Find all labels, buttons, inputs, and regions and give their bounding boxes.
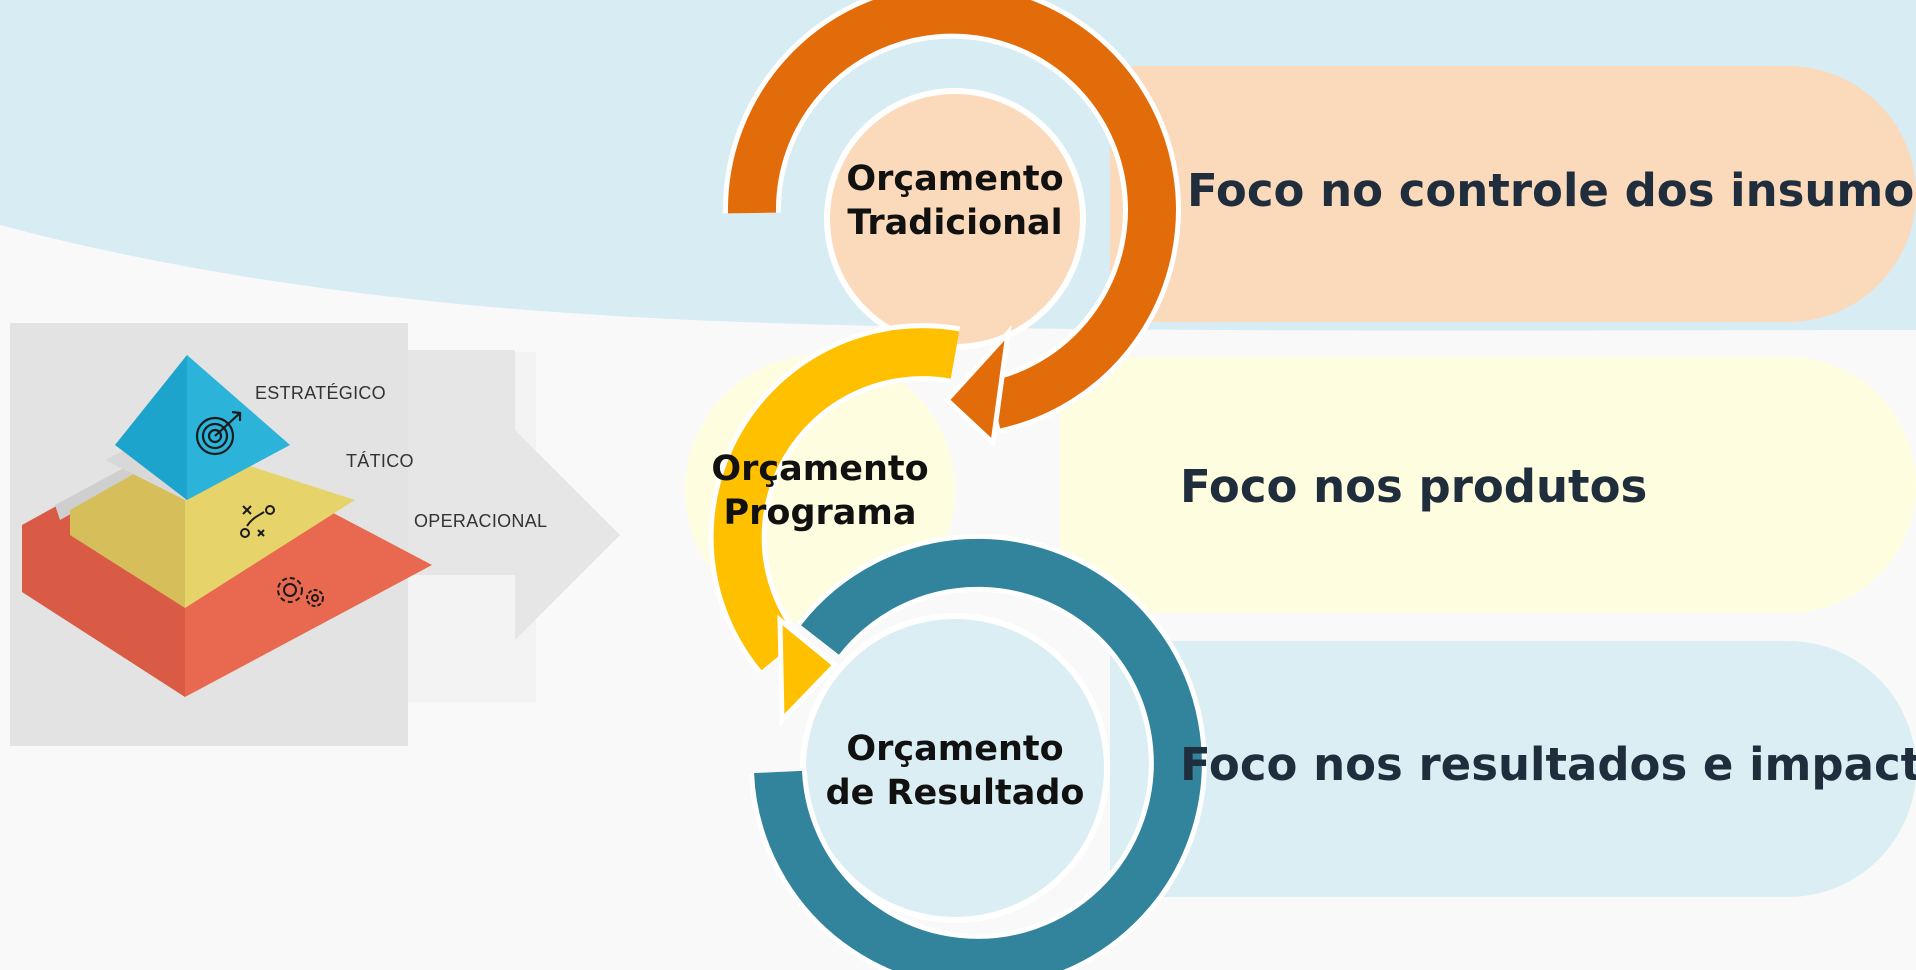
- tatico-right-face: [185, 445, 355, 608]
- stage-title-line2: Programa: [723, 493, 917, 533]
- focus-text-resultado: Foco nos resultados e impactos: [1180, 738, 1916, 791]
- band-programa: [1060, 357, 1916, 613]
- inner-circle-resultado: [800, 613, 1110, 923]
- tatico-left-face: [70, 445, 185, 608]
- level-label-operacional: OPERACIONAL: [414, 511, 548, 531]
- level-label-tatico: TÁTICO: [346, 451, 414, 471]
- focus-text-programa: Foco nos produtos: [1180, 460, 1648, 513]
- stage-title-line2: de Resultado: [825, 773, 1085, 813]
- stage-title-line2: Tradicional: [847, 203, 1063, 243]
- estrategico-right-face: [187, 355, 290, 500]
- stage-title-line1: Orçamento: [711, 449, 929, 489]
- stage-title-line1: Orçamento: [846, 159, 1064, 199]
- stage-title-line1: Orçamento: [846, 729, 1064, 769]
- level-label-estrategico: ESTRATÉGICO: [255, 383, 386, 403]
- focus-text-tradicional: Foco no controle dos insumos: [1187, 164, 1916, 217]
- arrowhead-tradicional: [943, 325, 1012, 449]
- target-icon: [195, 410, 242, 456]
- strategy-play-icon: [240, 505, 275, 538]
- band-tradicional: [1110, 66, 1916, 322]
- stage-title-tradicional: Orçamento Tradicional: [835, 157, 1075, 245]
- band-resultado: [1110, 641, 1916, 897]
- pyramid-arrow: [408, 350, 620, 640]
- stage-title-resultado: Orçamento de Resultado: [825, 727, 1085, 815]
- estrategico-left-face: [115, 355, 187, 500]
- arrowhead-programa: [777, 614, 839, 727]
- stage-title-programa: Orçamento Programa: [700, 447, 940, 535]
- pyramid-graphic: [22, 355, 432, 697]
- gears-icon: [277, 577, 324, 607]
